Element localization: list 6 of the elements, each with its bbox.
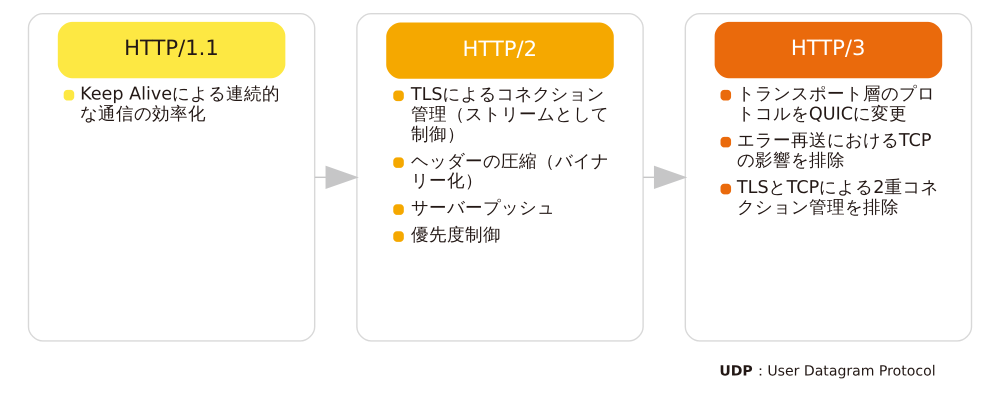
label: UDP：User Datagram Protocol	[719, 363, 936, 380]
node-box: HTTP/1.1 Keep Aliveによる連続的な通信の効率化	[28, 12, 316, 342]
node-box: HTTP/3 トランスポート層のプロトコルをQUICに変更 エラー再送におけるTCPの影響を排除 TLSとTCPによる2重コネクション管理を排除	[684, 12, 972, 342]
node-box: HTTP/2 TLSによるコネクション管理（ストリームとして制御） ヘッダーの圧縮（バイナリー化） サーバープッシュ 優先度制御	[356, 12, 644, 342]
arrow	[314, 165, 359, 188]
arrow	[643, 165, 688, 188]
